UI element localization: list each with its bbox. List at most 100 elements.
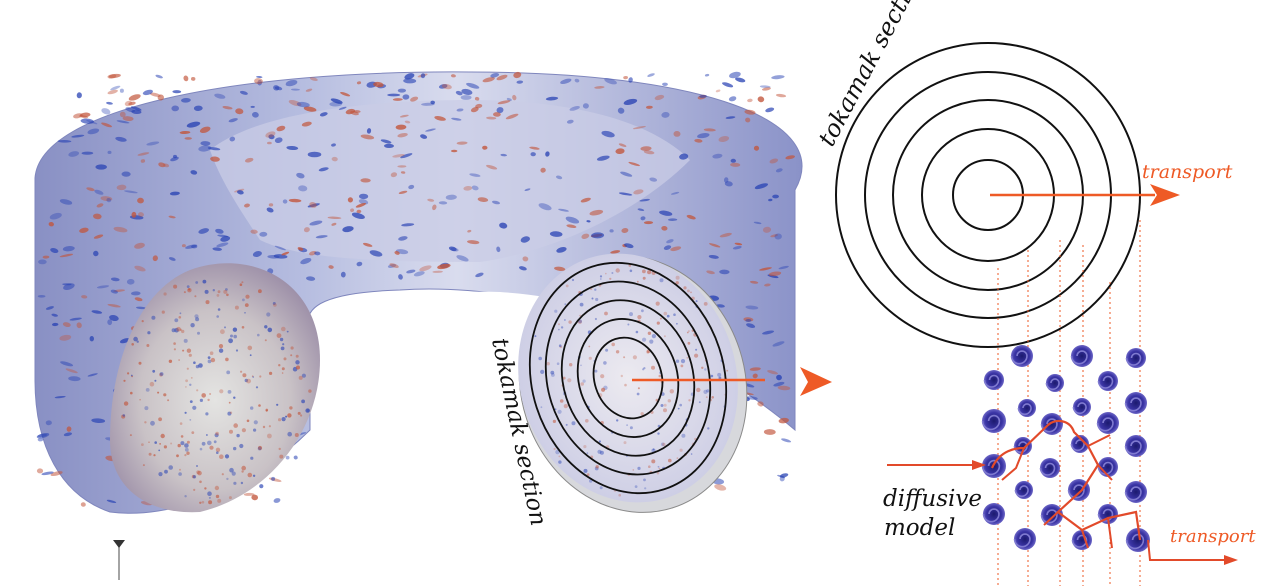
- cap-speck: [642, 368, 644, 370]
- cap-speck: [629, 312, 633, 316]
- cap-speck: [564, 303, 566, 305]
- cap-speck: [248, 346, 253, 351]
- cap-speck: [233, 397, 235, 399]
- eddy-blob: [715, 89, 720, 93]
- cap-speck: [282, 417, 286, 421]
- cap-speck: [295, 360, 299, 364]
- cap-speck: [587, 452, 589, 454]
- cap-speck: [611, 343, 615, 347]
- cap-speck: [245, 303, 249, 307]
- cap-speck: [538, 357, 542, 361]
- cap-speck: [676, 276, 680, 280]
- cap-speck: [298, 412, 301, 415]
- cap-speck: [680, 449, 683, 452]
- cap-speck: [178, 472, 182, 476]
- cap-speck: [673, 313, 676, 316]
- diffusive-path: [992, 421, 1140, 540]
- cap-speck: [160, 372, 164, 376]
- cap-speck: [643, 479, 646, 482]
- cap-speck: [200, 448, 203, 451]
- eddy-blob: [647, 72, 655, 77]
- cap-speck: [174, 348, 176, 350]
- axis-marker: [113, 540, 125, 580]
- eddy-blob: [776, 93, 787, 97]
- vortex: [1097, 412, 1119, 434]
- cap-speck: [633, 469, 635, 471]
- vortex: [1125, 392, 1147, 414]
- cap-speck: [131, 375, 133, 377]
- cap-speck: [534, 335, 536, 337]
- cap-speck: [239, 444, 243, 448]
- cap-speck: [287, 331, 289, 333]
- cap-speck: [287, 432, 292, 437]
- cap-speck: [572, 421, 576, 425]
- cap-speck: [222, 473, 224, 475]
- cap-speck: [229, 496, 232, 499]
- cap-speck: [687, 290, 690, 293]
- cap-speck: [699, 401, 701, 403]
- cap-speck: [123, 414, 126, 417]
- vortex: [1015, 481, 1033, 499]
- cap-speck: [233, 482, 236, 485]
- cap-speck: [187, 368, 189, 370]
- cap-speck: [668, 459, 672, 463]
- diffusive-output-arrow-head: [1224, 555, 1238, 565]
- cap-speck: [635, 485, 638, 488]
- cap-speck: [641, 309, 644, 312]
- vortex-grid: [982, 345, 1150, 552]
- cap-speck: [204, 487, 206, 489]
- cap-speck: [219, 389, 223, 393]
- cap-speck: [258, 447, 262, 451]
- cap-speck: [206, 434, 208, 436]
- cap-speck: [564, 319, 566, 321]
- cap-speck: [176, 454, 179, 457]
- eddy-blob: [721, 81, 733, 88]
- cap-speck: [643, 277, 646, 280]
- cap-speck: [209, 446, 213, 450]
- cap-speck: [633, 355, 637, 359]
- cap-speck: [266, 312, 270, 316]
- cap-speck: [609, 278, 611, 280]
- cap-speck: [601, 388, 605, 392]
- eddy-blob: [183, 75, 189, 82]
- cap-speck: [661, 404, 664, 407]
- cap-speck: [184, 291, 186, 293]
- cap-speck: [600, 486, 603, 489]
- cap-speck: [611, 272, 613, 274]
- vortex: [1098, 371, 1118, 391]
- cap-speck: [174, 318, 178, 322]
- cap-speck: [187, 441, 190, 444]
- eddy-blob: [185, 137, 192, 140]
- cap-speck: [696, 388, 700, 392]
- cap-speck: [158, 417, 162, 421]
- cap-speck: [148, 441, 150, 443]
- cap-speck: [704, 368, 706, 370]
- cap-speck: [667, 315, 670, 318]
- cap-speck: [257, 334, 260, 337]
- cap-speck: [214, 440, 217, 443]
- cap-speck: [726, 370, 728, 372]
- cap-speck: [658, 466, 660, 468]
- cap-speck: [707, 427, 709, 429]
- cap-speck: [717, 373, 721, 377]
- cap-speck: [555, 408, 557, 410]
- cap-speck: [599, 440, 601, 442]
- cap-speck: [704, 302, 708, 306]
- cap-speck: [203, 280, 207, 284]
- cap-speck: [194, 295, 196, 297]
- cap-speck: [642, 338, 646, 342]
- cap-speck: [696, 300, 698, 302]
- cap-speck: [558, 329, 560, 331]
- cap-speck: [637, 281, 639, 283]
- cap-speck: [123, 380, 125, 382]
- cap-speck: [657, 322, 660, 325]
- cap-speck: [154, 380, 156, 382]
- cap-speck: [554, 310, 557, 313]
- cap-speck: [560, 399, 564, 403]
- cap-speck: [187, 349, 191, 353]
- cap-speck: [143, 464, 145, 466]
- eddy-blob: [38, 295, 46, 298]
- cap-speck: [627, 324, 629, 326]
- cap-speck: [208, 500, 212, 504]
